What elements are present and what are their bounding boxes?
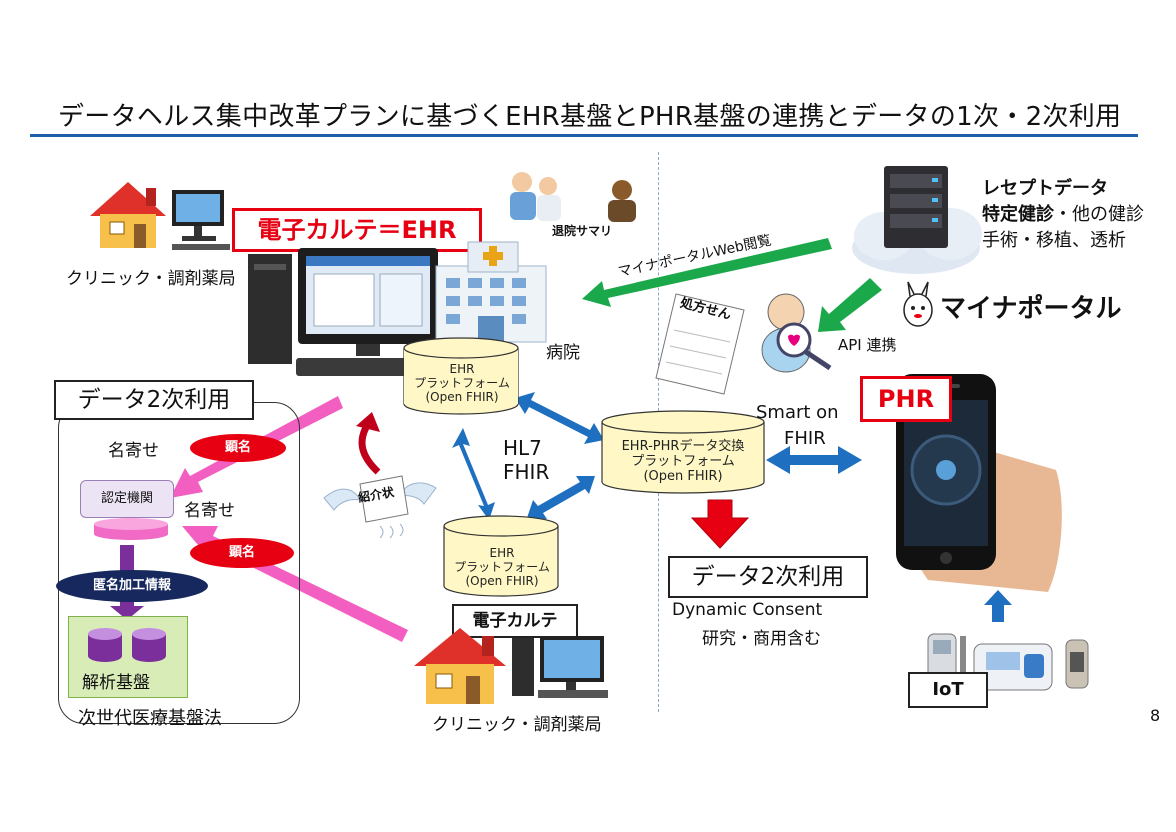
health-checkup-label: 特定健診 — [982, 204, 1054, 225]
arrow-api-link — [818, 278, 882, 332]
house-icon — [90, 182, 166, 248]
named-2-badge: 顕名 — [190, 538, 294, 568]
ehr-platform-2-line1: EHR — [489, 546, 515, 560]
api-link-label: API 連携 — [838, 336, 897, 354]
receipt-data-label: レセプトデータ — [982, 178, 1108, 199]
ehr-platform-2-line2: プラットフォーム — [454, 560, 550, 574]
iot-label: IoT — [908, 672, 988, 708]
anonymized-info-badge: 匿名加工情報 — [56, 570, 208, 602]
dynamic-consent-label: Dynamic Consent — [672, 600, 823, 620]
doctor-staff-icon — [510, 172, 561, 221]
clinic-top-label: クリニック・調剤薬局 — [66, 269, 236, 289]
exchange-platform: EHR-PHRデータ交換 プラットフォーム (Open FHIR) — [600, 440, 766, 488]
arrow-red-down — [690, 499, 750, 549]
desktop-computer-icon — [248, 248, 446, 376]
title-underline — [30, 134, 1138, 137]
page-number: 8 — [1150, 706, 1161, 725]
page-title: データヘルス集中改革プランに基づくEHR基盤とPHR基盤の連携とデータの1次・2… — [58, 102, 1122, 132]
hl7-label: HL7 — [503, 436, 542, 460]
research-commercial-label: 研究・商用含む — [702, 629, 821, 649]
myna-portal-label: マイナポータル — [940, 294, 1122, 324]
name-match-2-label: 名寄せ — [184, 501, 235, 521]
ehr-platform-2-cylinder — [443, 515, 559, 597]
certified-org-box: 認定機関 — [80, 480, 174, 518]
exchange-platform-line2: プラットフォーム — [631, 454, 735, 469]
referral-letter-icon — [323, 475, 437, 539]
electronic-chart-label: 電子カルテ — [452, 604, 578, 638]
certified-org-db-icon — [94, 518, 168, 540]
cloud-server-icon — [852, 166, 982, 274]
next-gen-law-label: 次世代医療基盤法 — [78, 708, 222, 729]
computer-icon — [172, 190, 230, 250]
iot-devices-icon — [927, 633, 1089, 691]
patient-icon — [608, 180, 636, 222]
exchange-platform-line3: (Open FHIR) — [643, 469, 723, 484]
fhir-label: FHIR — [503, 460, 550, 484]
arrow-myna-web — [582, 238, 832, 307]
hospital-label: 病院 — [546, 343, 580, 363]
ehr-platform-1-line3: (Open FHIR) — [425, 390, 499, 404]
health-checkup-other-label: ・他の健診 — [1054, 204, 1144, 225]
arrow-red-curve — [358, 422, 381, 475]
ehr-platform-1-line1: EHR — [449, 362, 475, 376]
surgery-label: 手術・移植、透析 — [982, 230, 1126, 251]
house-bottom-icon — [414, 628, 506, 704]
phr-label: PHR — [860, 376, 952, 422]
ehr-platform-1-cylinder — [403, 337, 519, 415]
exchange-platform-cylinder — [601, 410, 765, 494]
arrow-ehr2-exchange — [527, 476, 595, 519]
ehr-platform-2: EHR プラットフォーム (Open FHIR) — [442, 546, 562, 594]
smart-fhir-label: FHIR — [784, 428, 826, 449]
hospital-icon — [435, 241, 547, 343]
secondary-use-label-center: データ2次利用 — [668, 556, 868, 598]
smart-on-label: Smart on — [756, 402, 839, 423]
discharge-summary-label: 退院サマリ — [552, 224, 613, 238]
named-1-badge: 顕名 — [190, 434, 286, 462]
name-match-1-label: 名寄せ — [108, 441, 159, 461]
smartphone-icon — [896, 374, 1062, 592]
magnifier-person-icon — [761, 293, 832, 373]
prescription-icon — [655, 293, 745, 395]
clinic-bottom-label: クリニック・調剤薬局 — [432, 715, 602, 735]
analysis-platform-box — [68, 616, 188, 698]
secondary-use-label-left: データ2次利用 — [54, 380, 254, 420]
arrow-ehr1-exchange — [515, 392, 604, 444]
computer-bottom-icon — [512, 636, 608, 698]
ehr-platform-1-line2: プラットフォーム — [414, 376, 510, 390]
health-checkup-line: 特定健診・他の健診 — [982, 200, 1144, 226]
database-icon — [88, 628, 166, 662]
exchange-platform-line1: EHR-PHRデータ交換 — [621, 439, 745, 454]
myna-mascot-icon — [903, 281, 933, 327]
analysis-platform-label: 解析基盤 — [82, 673, 150, 693]
ehr-platform-2-line3: (Open FHIR) — [465, 574, 539, 588]
arrow-ehr1-ehr2 — [452, 428, 495, 520]
arrow-exchange-phr — [766, 446, 862, 474]
ehr-platform-1: EHR プラットフォーム (Open FHIR) — [402, 362, 522, 410]
